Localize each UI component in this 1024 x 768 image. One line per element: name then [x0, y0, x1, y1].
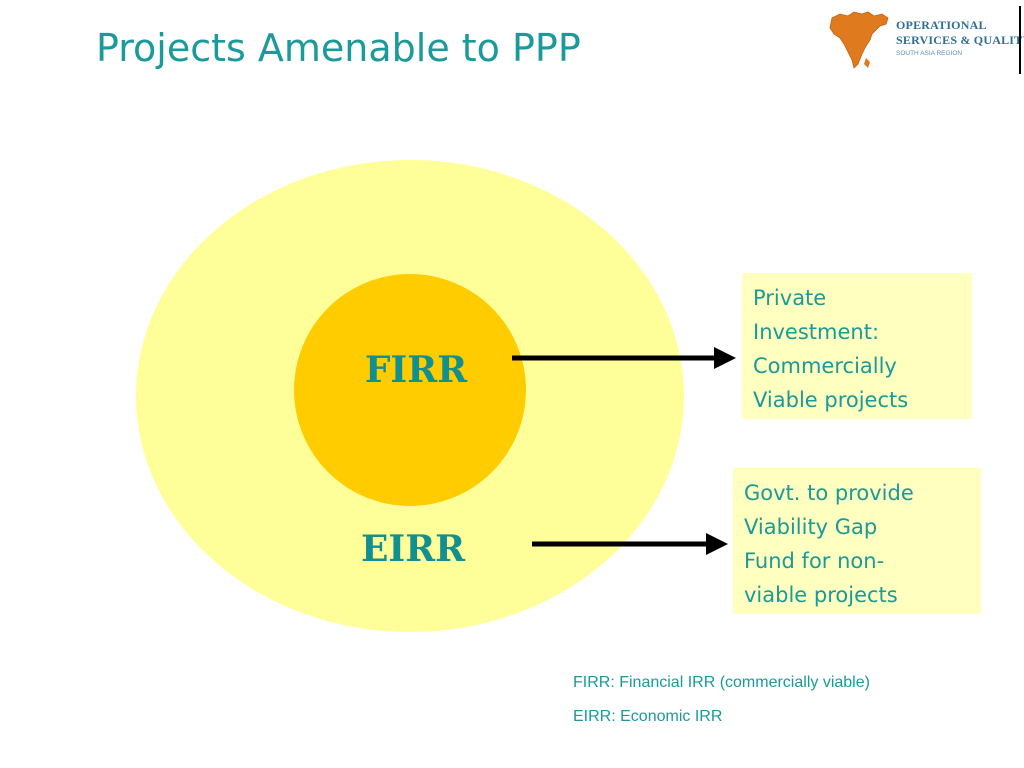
private-investment-box: Private Investment: Commercially Viable … — [742, 273, 972, 419]
firr-definition-note: FIRR: Financial IRR (commercially viable… — [573, 674, 870, 691]
south-asia-map-icon — [829, 11, 889, 69]
arrow-eirr-to-govt — [532, 533, 728, 555]
eirr-definition-note: EIRR: Economic IRR — [573, 708, 723, 725]
logo: OPERATIONAL SERVICES & QUALITY SOUTH ASI… — [826, 6, 1024, 74]
logo-text-line1: OPERATIONAL — [896, 18, 987, 32]
firr-inner-circle — [294, 274, 526, 506]
govt-viability-gap-box: Govt. to provide Viability Gap Fund for … — [733, 468, 981, 614]
logo-text-line2: SERVICES & QUALITY — [896, 33, 1024, 47]
logo-divider — [1019, 6, 1021, 74]
arrow-firr-to-private — [512, 347, 736, 369]
eirr-label: EIRR — [361, 528, 466, 570]
firr-label: FIRR — [365, 349, 468, 391]
page-title: Projects Amenable to PPP — [96, 26, 581, 70]
logo-subtitle: SOUTH ASIA REGION — [896, 50, 963, 57]
